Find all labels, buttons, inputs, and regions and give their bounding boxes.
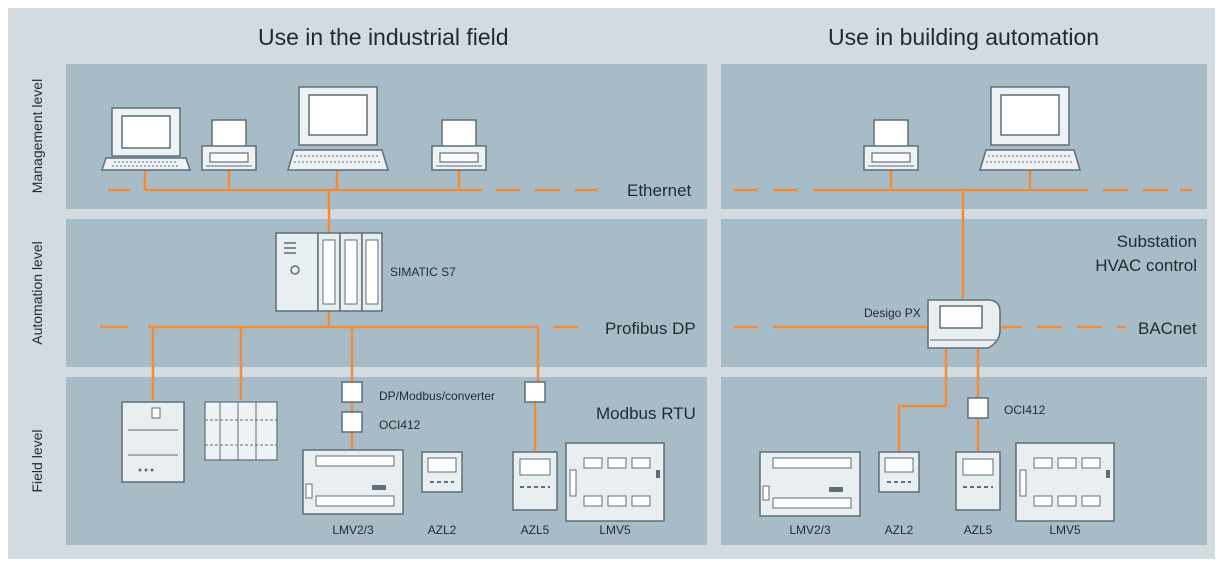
printer-icon bbox=[201, 119, 257, 171]
azl2-label: AZL2 bbox=[884, 523, 914, 537]
desigo-px-icon bbox=[927, 299, 1001, 349]
building-header: Use in building automation bbox=[828, 24, 1100, 50]
bacnet-label: BACnet bbox=[1138, 319, 1197, 338]
lmv23-controller-icon bbox=[302, 449, 404, 515]
modbus-label: Modbus RTU bbox=[596, 404, 696, 423]
azl5-display-icon bbox=[512, 451, 558, 511]
simatic-plc-icon bbox=[275, 232, 383, 312]
hvac-control-label: HVAC control bbox=[1095, 256, 1197, 275]
lmv5-controller-icon bbox=[565, 442, 665, 522]
workstation-icon bbox=[978, 86, 1082, 171]
converter-box bbox=[341, 381, 363, 403]
ethernet-label: Ethernet bbox=[627, 181, 692, 200]
azl2-label: AZL2 bbox=[427, 523, 457, 537]
converter-box bbox=[524, 381, 546, 403]
oci412-label: OCI412 bbox=[379, 418, 421, 432]
oci412-box bbox=[967, 397, 989, 419]
azl5-label: AZL5 bbox=[520, 523, 550, 537]
converter-label: DP/Modbus/converter bbox=[379, 389, 496, 403]
printer-icon bbox=[431, 119, 487, 171]
io-module-icon bbox=[204, 401, 278, 461]
azl2-display-icon bbox=[878, 451, 920, 493]
simatic-label: SIMATIC S7 bbox=[390, 265, 456, 279]
azl2-display-icon bbox=[421, 451, 463, 493]
lmv23-label: LMV2/3 bbox=[789, 523, 831, 537]
substation-label: Substation bbox=[1116, 232, 1197, 251]
azl5-label: AZL5 bbox=[963, 523, 993, 537]
desigo-px-label: Desigo PX bbox=[864, 306, 921, 320]
bus-lines bbox=[100, 170, 1192, 452]
laptop-icon bbox=[101, 107, 191, 171]
azl5-display-icon bbox=[955, 451, 1001, 511]
oci412-box bbox=[341, 411, 363, 433]
lmv5-controller-icon bbox=[1015, 442, 1115, 522]
workstation-icon bbox=[286, 86, 390, 171]
industrial-automation-panel bbox=[66, 219, 707, 367]
lmv5-label: LMV5 bbox=[599, 523, 631, 537]
power-supply-icon bbox=[121, 401, 185, 483]
printer-icon bbox=[863, 119, 919, 171]
profibus-label: Profibus DP bbox=[605, 319, 696, 338]
building-management-panel bbox=[721, 64, 1207, 209]
lmv23-label: LMV2/3 bbox=[332, 523, 374, 537]
industrial-header: Use in the industrial field bbox=[258, 24, 509, 50]
oci412-label: OCI412 bbox=[1004, 403, 1046, 417]
desigo-to-azl2 bbox=[897, 348, 948, 452]
lmv5-label: LMV5 bbox=[1049, 523, 1081, 537]
lmv23-controller-icon bbox=[759, 451, 861, 517]
